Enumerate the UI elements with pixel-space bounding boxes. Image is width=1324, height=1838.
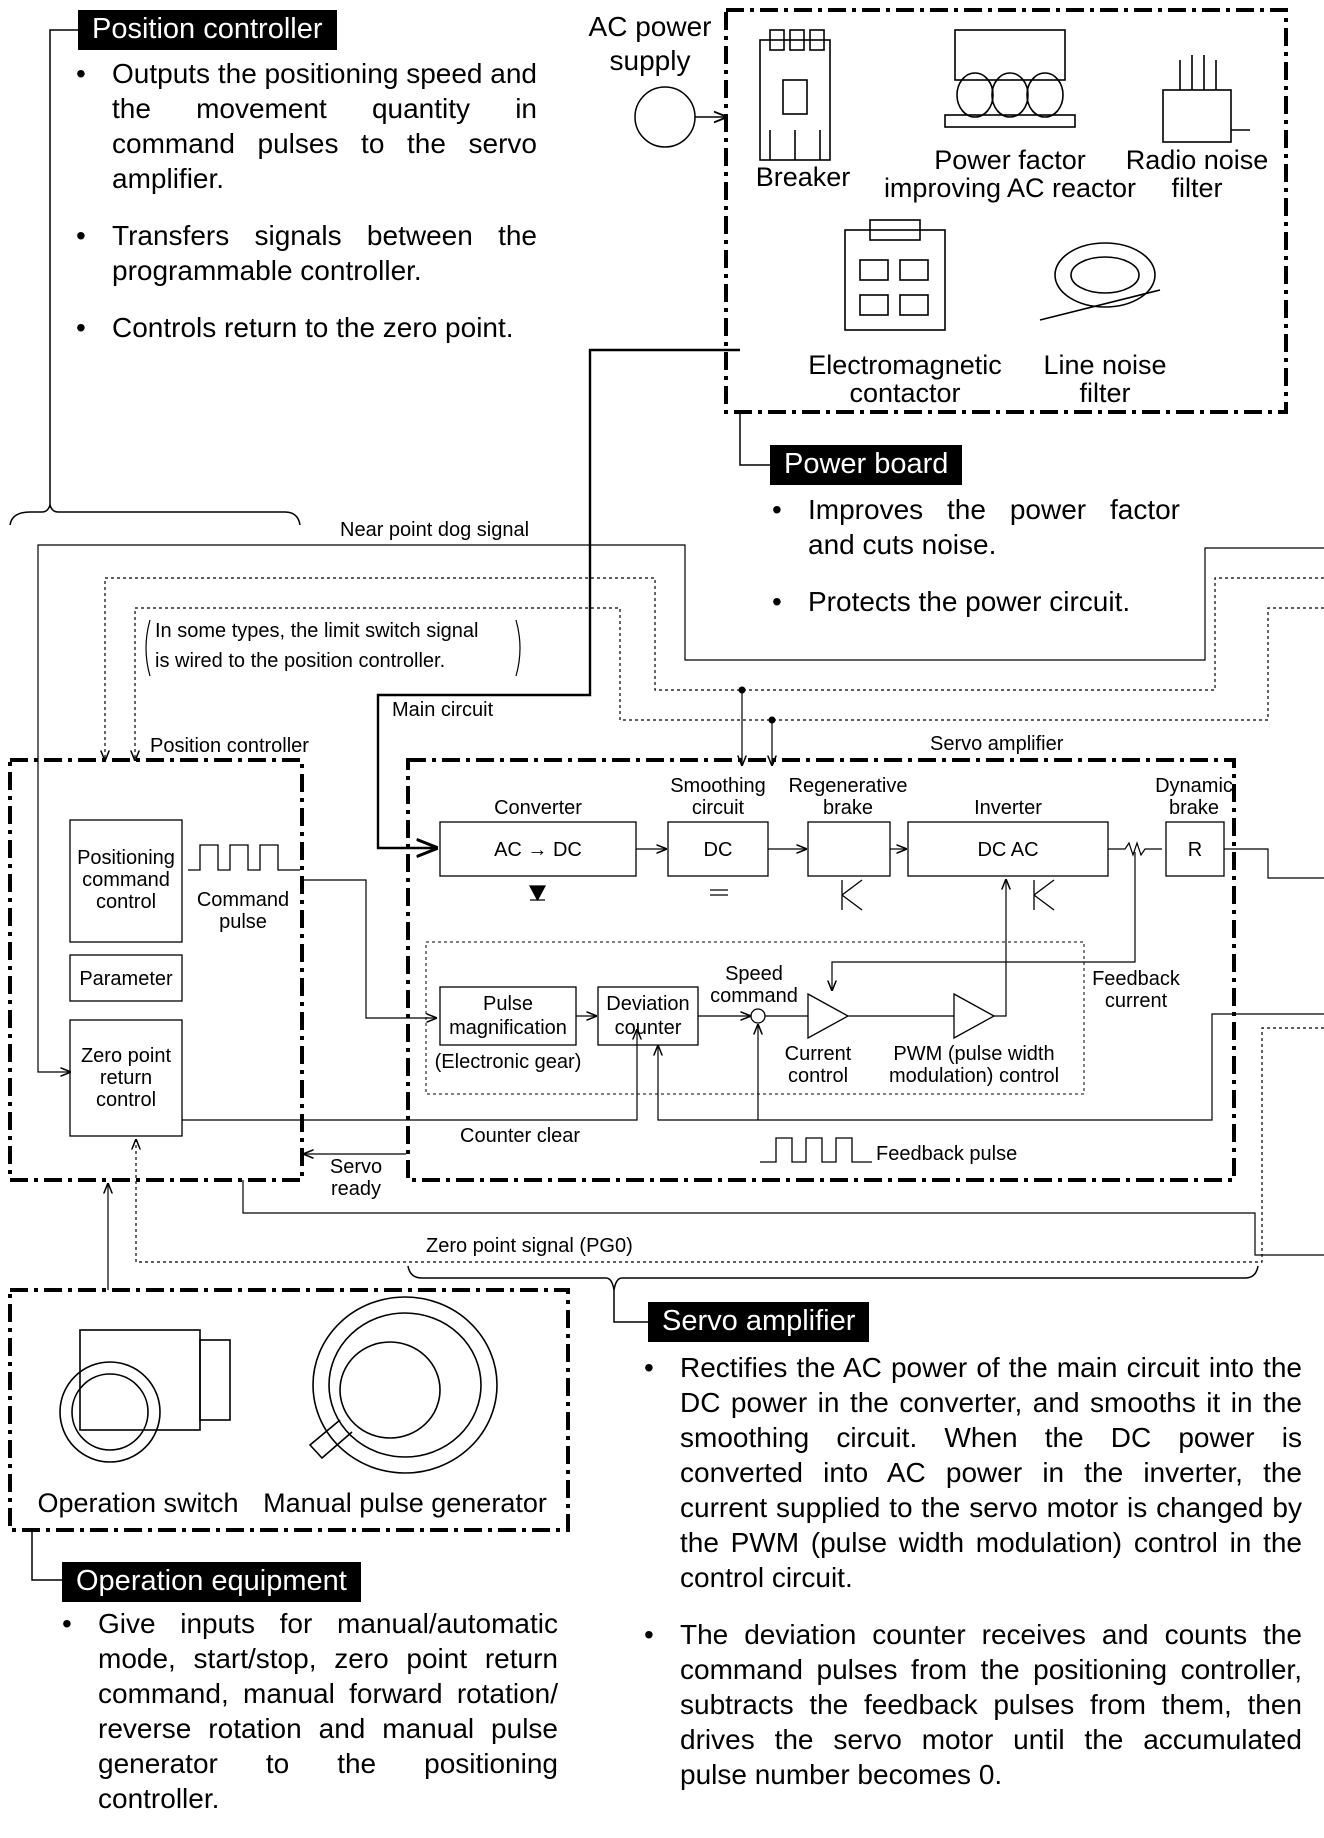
svg-text:control: control [788,1065,848,1087]
feedback-pulse-waveform [760,1137,872,1163]
reactor-label-1: Power factor [934,145,1086,175]
svg-text:Deviation: Deviation [606,993,689,1015]
svg-text:circuit: circuit [692,797,745,819]
svg-text:Smoothing: Smoothing [670,775,766,797]
line-noise-filter-icon [1039,242,1161,321]
main-circuit-label: Main circuit [392,699,494,721]
svg-text:pulse: pulse [219,911,267,933]
svg-text:Inverter: Inverter [974,797,1042,819]
servo-amplifier-box [406,758,1236,1182]
svg-text:Positioning: Positioning [77,847,175,869]
ac-supply-symbol [634,86,696,148]
svg-text:Regenerative: Regenerative [789,775,908,797]
svg-text:control: control [96,891,156,913]
line-filter-label-1: Line noise [1043,350,1166,380]
svg-text:control: control [96,1089,156,1111]
svg-text:ready: ready [331,1178,381,1200]
breaker-icon [759,29,831,161]
contactor-label-2: contactor [849,378,960,408]
reactor-icon [944,29,1076,128]
summing-junction [750,1008,766,1024]
position-controller-bullets: Outputs the positioning speed and the mo… [72,56,537,367]
svg-text:DC AC: DC AC [977,839,1038,861]
svg-text:AC → DC: AC → DC [494,839,582,861]
svg-text:Converter: Converter [494,797,582,819]
manual-pulse-generator-icon [308,1296,498,1474]
operation-switch-icon [59,1329,231,1463]
power-board-box [724,8,1288,414]
svg-text:return: return [100,1067,152,1089]
svg-text:counter: counter [615,1017,682,1039]
reactor-label-2: improving AC reactor [884,173,1136,203]
power-board-bullets: Improves the power factor and cuts noise… [768,492,1180,641]
parameter-block [69,954,183,1002]
pwm-control-amp [953,992,996,1040]
operation-equipment-bullets: Give inputs for manual/automatic mode, s… [58,1606,558,1838]
svg-text:Servo: Servo [330,1156,382,1178]
ac-supply-label-1: AC power [589,11,712,42]
svg-text:modulation) control: modulation) control [889,1065,1059,1087]
regenerative-brake-block [807,821,891,877]
servo-amplifier-bullets: Rectifies the AC power of the main circu… [640,1350,1302,1814]
svg-text:PWM (pulse width: PWM (pulse width [893,1043,1054,1065]
near-point-dog-label: Near point dog signal [340,519,529,541]
operation-equipment-box [8,1288,570,1532]
position-controller-bullet: Controls return to the zero point. [72,310,537,345]
breaker-label: Breaker [756,162,851,192]
radio-noise-filter-icon [1162,55,1250,143]
svg-text:magnification: magnification [449,1017,567,1039]
svg-text:(Electronic gear): (Electronic gear) [435,1051,582,1073]
radio-filter-label-1: Radio noise [1126,145,1269,175]
counter-clear-label: Counter clear [460,1125,580,1147]
current-control-amp [807,992,850,1040]
position-controller-bullet: Outputs the positioning speed and the mo… [72,56,537,196]
servo-amplifier-tag: Servo amplifier [648,1302,870,1342]
svg-text:Pulse: Pulse [483,993,533,1015]
svg-text:Parameter: Parameter [79,968,173,990]
svg-text:current: current [1105,990,1168,1012]
radio-filter-label-2: filter [1171,173,1222,203]
operation-switch-label: Operation switch [37,1488,238,1518]
servo-amplifier-bullet: The deviation counter receives and count… [640,1617,1302,1792]
power-board-tag: Power board [770,445,963,485]
svg-text:Command: Command [197,889,289,911]
limit-note-line-1: In some types, the limit switch signal [155,620,478,642]
svg-text:command: command [82,869,170,891]
svg-text:Feedback: Feedback [1092,968,1181,990]
svg-text:Speed: Speed [725,963,783,985]
position-controller-box-label: Position controller [150,735,309,757]
power-board-bullet: Improves the power factor and cuts noise… [768,492,1180,562]
svg-text:R: R [1188,839,1202,861]
svg-text:brake: brake [1169,797,1219,819]
svg-text:Dynamic: Dynamic [1155,775,1233,797]
line-filter-label-2: filter [1079,378,1130,408]
position-controller-tag: Position controller [78,10,337,50]
servo-amplifier-box-label: Servo amplifier [930,733,1064,755]
ac-supply-label-2: supply [610,45,691,76]
svg-text:brake: brake [823,797,873,819]
power-board-bullet: Protects the power circuit. [768,584,1180,619]
position-controller-box [8,758,304,1182]
command-pulse-waveform [188,844,300,871]
limit-note-line-2: is wired to the position controller. [155,650,445,672]
zero-point-signal-label: Zero point signal (PG0) [426,1235,633,1257]
operation-equipment-bullet: Give inputs for manual/automatic mode, s… [58,1606,558,1816]
feedback-pulse-label: Feedback pulse [876,1143,1017,1165]
svg-text:command: command [710,985,798,1007]
position-controller-bullet: Transfers signals between the programmab… [72,218,537,288]
contactor-icon [844,219,946,331]
contactor-label-1: Electromagnetic [808,350,1002,380]
control-circuit-box [425,941,1085,1095]
manual-pulse-generator-label: Manual pulse generator [263,1488,547,1518]
servo-amplifier-bullet: Rectifies the AC power of the main circu… [640,1350,1302,1595]
svg-text:Current: Current [785,1043,852,1065]
zero-return-block [69,1019,183,1137]
operation-equipment-tag: Operation equipment [62,1562,361,1602]
svg-text:DC: DC [704,839,733,861]
positioning-command-block [69,819,183,943]
svg-text:Zero point: Zero point [81,1045,171,1067]
